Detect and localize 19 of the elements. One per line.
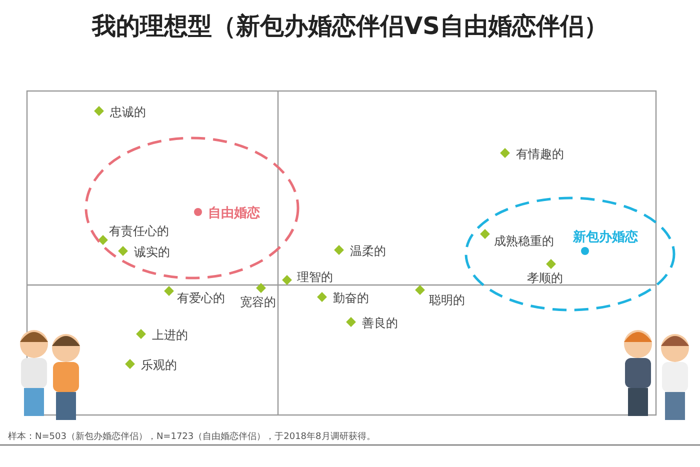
attribute-label: 有责任心的 (109, 223, 169, 240)
attribute-label: 成熟稳重的 (494, 233, 554, 250)
attribute-label: 宽容的 (240, 294, 276, 311)
attribute-label: 聪明的 (429, 292, 465, 309)
chart-title: 我的理想型（新包办婚恋伴侣VS自由婚恋伴侣） (90, 11, 609, 42)
attribute-label: 乐观的 (141, 357, 177, 374)
attribute-label: 勤奋的 (333, 290, 369, 307)
attribute-label: 善良的 (362, 315, 398, 332)
group-label: 新包办婚恋 (573, 228, 638, 246)
attribute-label: 温柔的 (350, 243, 386, 260)
footnote: 样本：N=503（新包办婚恋伴侣），N=1723（自由婚恋伴侣），于2018年8月调研获得。 (8, 430, 376, 443)
attribute-label: 有情趣的 (516, 146, 564, 163)
attribute-label: 孝顺的 (527, 270, 563, 287)
attribute-label: 忠诚的 (110, 104, 146, 121)
attribute-label: 理智的 (297, 269, 333, 286)
group-label: 自由婚恋 (208, 204, 260, 222)
attribute-label: 上进的 (152, 327, 188, 344)
attribute-label: 有爱心的 (177, 290, 225, 307)
attribute-label: 诚实的 (134, 244, 170, 261)
